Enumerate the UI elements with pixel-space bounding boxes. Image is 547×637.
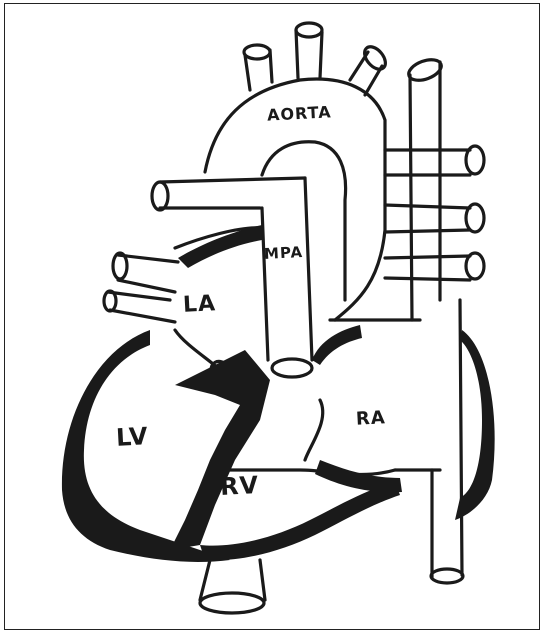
label-la: LA bbox=[182, 291, 216, 318]
label-lv: LV bbox=[115, 422, 149, 452]
aorta-arch-inner bbox=[262, 142, 346, 300]
atrial-wall-upper bbox=[178, 225, 262, 268]
interatrial-septum bbox=[305, 400, 323, 460]
upper-septum bbox=[312, 325, 362, 365]
pulmonary-branch bbox=[160, 178, 305, 208]
label-aorta: AORTA bbox=[267, 102, 333, 124]
label-rv: RV bbox=[219, 471, 259, 501]
tricuspid-region bbox=[315, 460, 402, 492]
ventricular-septum bbox=[170, 350, 270, 550]
label-mpa: MPA bbox=[264, 243, 304, 263]
mpa-trunk bbox=[262, 178, 312, 360]
ivc-vessel bbox=[432, 300, 462, 578]
descending-vessel bbox=[410, 62, 440, 320]
intercostal-vessels bbox=[385, 150, 470, 280]
label-ra: RA bbox=[355, 407, 386, 430]
pulmonary-vein-lower bbox=[108, 292, 175, 322]
